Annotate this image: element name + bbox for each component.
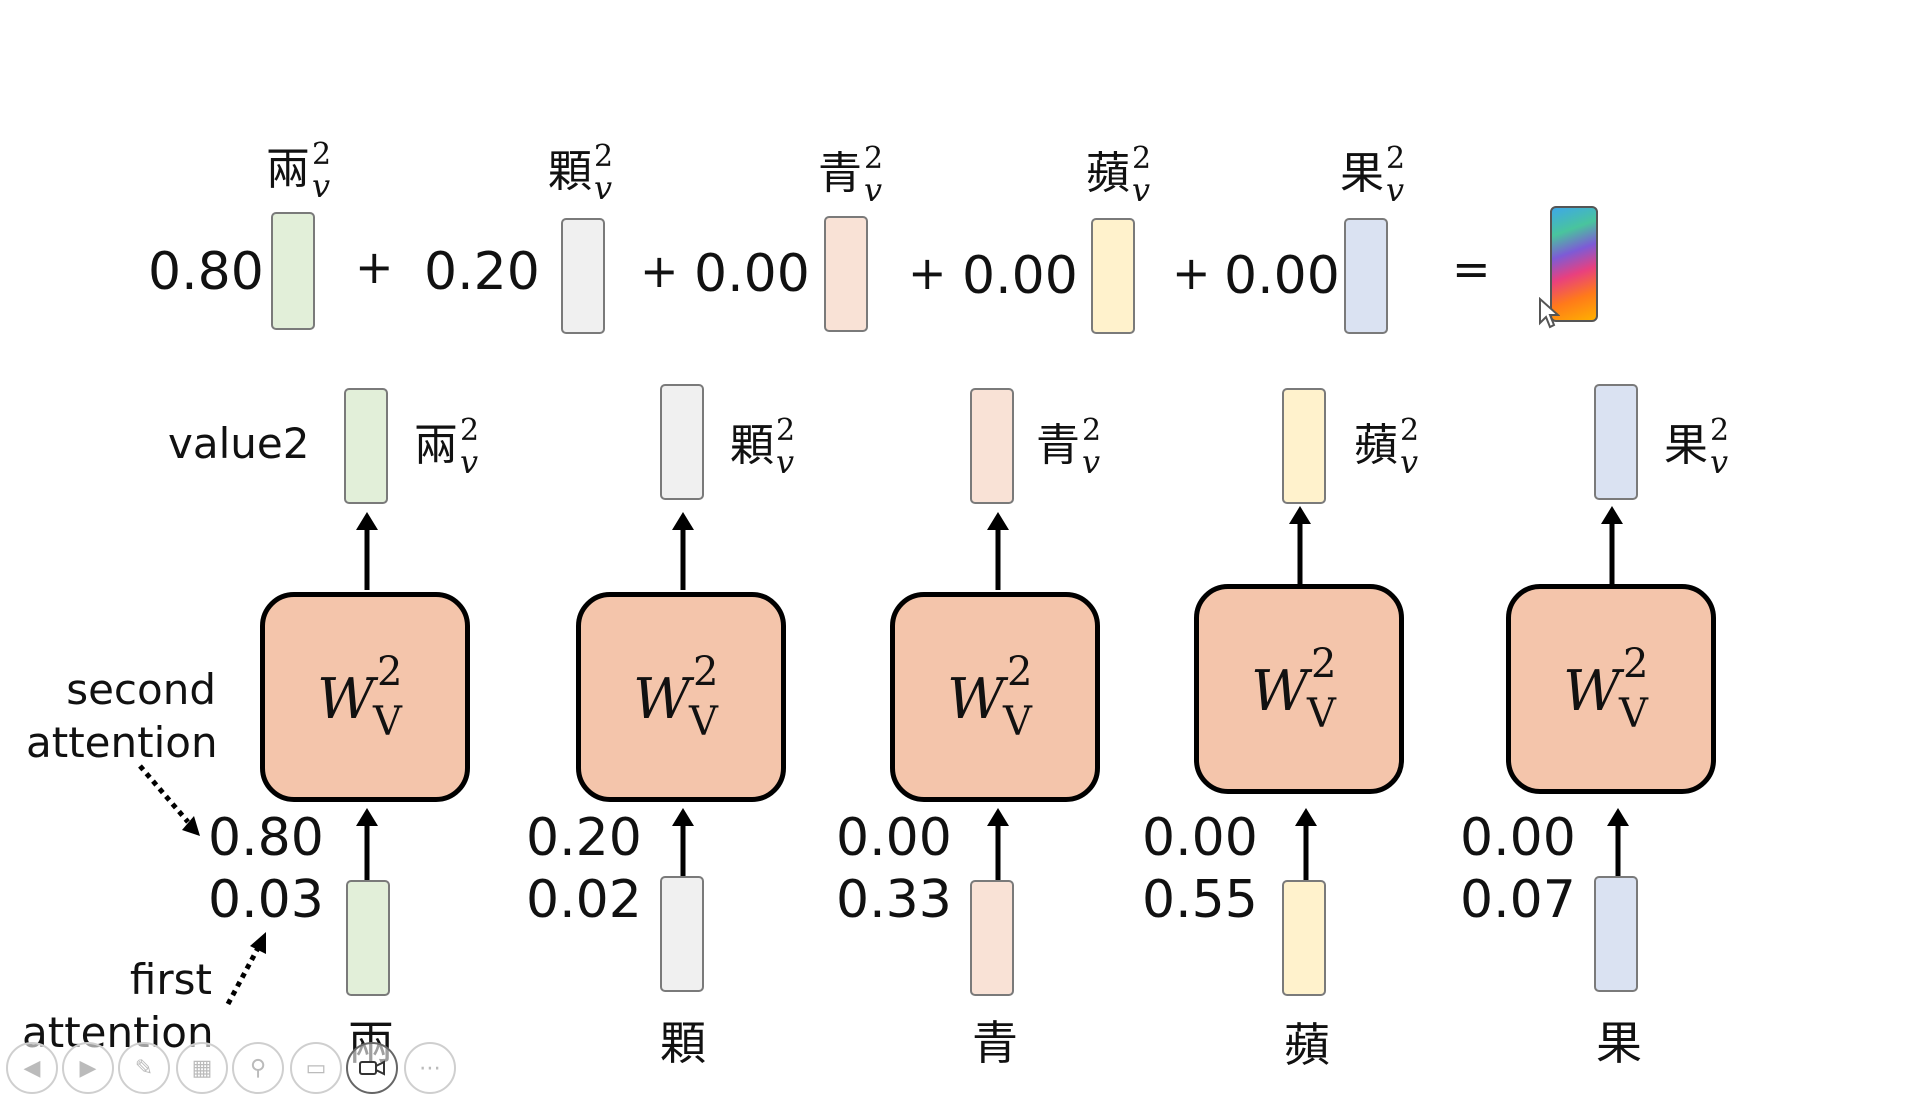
dotted-arrow-icon	[138, 764, 200, 836]
equation-value-label-2: 青 2 v	[818, 141, 884, 209]
up-arrow-icon	[1289, 506, 1311, 584]
first-attention-annotation: first attention	[22, 955, 214, 1057]
plus-sign: +	[355, 240, 394, 294]
input-vector	[970, 880, 1014, 996]
value-vector-label: 顆 2 v	[730, 413, 796, 481]
value-vector-label: 兩 2 v	[414, 413, 480, 481]
plus-sign: +	[1172, 246, 1211, 300]
input-token: 蘋	[1284, 1018, 1330, 1072]
value-vector-label: 果 2 v	[1664, 413, 1730, 481]
up-arrow-icon	[1295, 808, 1317, 886]
value-vector	[1282, 388, 1326, 504]
equation-vector-1	[561, 218, 605, 334]
value-vector	[1594, 384, 1638, 500]
equation-vector-3	[1091, 218, 1135, 334]
weight-1: 0.20	[424, 242, 540, 302]
up-arrow-icon	[987, 808, 1009, 886]
first-attention-score: 0.55	[1142, 870, 1258, 930]
up-arrow-icon	[356, 512, 378, 590]
equation-vector-4	[1344, 218, 1388, 334]
weight-0: 0.80	[148, 242, 264, 302]
second-attention-score: 0.00	[1460, 808, 1576, 868]
input-token: 青	[972, 1016, 1018, 1070]
first-attention-score: 0.03	[208, 870, 324, 930]
equals-sign: =	[1452, 242, 1491, 296]
first-attention-score: 0.33	[836, 870, 952, 930]
first-attention-score: 0.02	[526, 870, 642, 930]
value-vector-label: 青 2 v	[1036, 413, 1102, 481]
second-attention-score: 0.00	[836, 808, 952, 868]
equation-value-label-3: 蘋 2 v	[1086, 141, 1152, 209]
value-vector	[344, 388, 388, 504]
plus-sign: +	[640, 244, 679, 298]
previous-icon[interactable]: ◀	[6, 1042, 58, 1094]
second-attention-score: 0.80	[208, 808, 324, 868]
equation-value-label-0: 兩 2 v	[266, 137, 332, 205]
input-token: 果	[1596, 1016, 1642, 1070]
value-vector	[970, 388, 1014, 504]
equation-value-label-1: 顆 2 v	[548, 139, 614, 207]
input-vector	[660, 876, 704, 992]
up-arrow-icon	[672, 512, 694, 590]
mouse-cursor-icon	[1539, 297, 1560, 329]
up-arrow-icon	[356, 808, 378, 886]
input-token: 顆	[660, 1016, 706, 1070]
weight-3: 0.00	[962, 246, 1078, 306]
slides-icon[interactable]: ▦	[176, 1042, 228, 1094]
camera-icon[interactable]	[346, 1042, 398, 1094]
equation-vector-0	[271, 212, 315, 330]
value-vector-label: 蘋 2 v	[1354, 413, 1420, 481]
next-icon[interactable]: ▶	[62, 1042, 114, 1094]
subtitles-icon[interactable]: ▭	[290, 1042, 342, 1094]
weight-2: 0.00	[694, 244, 810, 304]
plus-sign: +	[908, 246, 947, 300]
value-vector	[660, 384, 704, 500]
value-row-label: value2	[168, 419, 310, 468]
second-attention-score: 0.20	[526, 808, 642, 868]
input-vector	[346, 880, 390, 996]
zoom-icon[interactable]: ⚲	[232, 1042, 284, 1094]
pen-icon[interactable]: ✎	[118, 1042, 170, 1094]
equation-vector-2	[824, 216, 868, 332]
weight-4: 0.00	[1224, 246, 1340, 306]
more-icon[interactable]: ⋯	[404, 1042, 456, 1094]
first-attention-score: 0.07	[1460, 870, 1576, 930]
up-arrow-icon	[672, 808, 694, 886]
second-attention-annotation: second attention	[26, 665, 218, 767]
up-arrow-icon	[1601, 506, 1623, 584]
dotted-arrow-icon	[225, 932, 266, 1006]
up-arrow-icon	[987, 512, 1009, 590]
up-arrow-icon	[1607, 808, 1629, 886]
equation-value-label-4: 果 2 v	[1340, 141, 1406, 209]
second-attention-score: 0.00	[1142, 808, 1258, 868]
input-vector	[1594, 876, 1638, 992]
input-vector	[1282, 880, 1326, 996]
result-vector	[1550, 206, 1598, 322]
